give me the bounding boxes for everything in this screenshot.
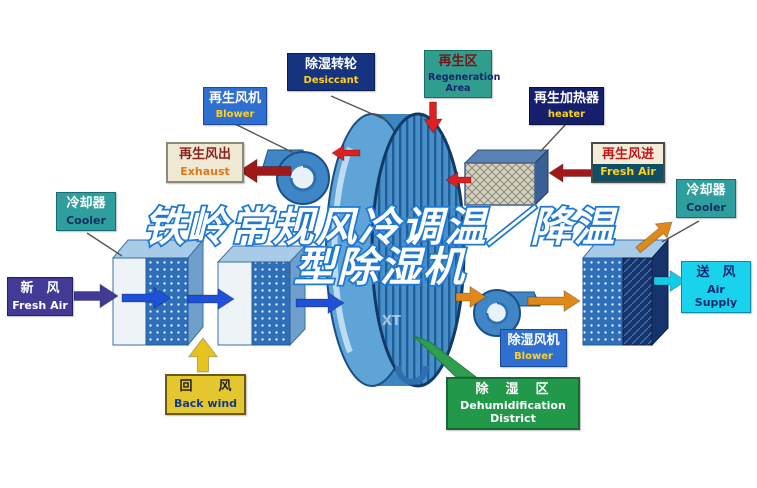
label-back-wind: 回 风 Back wind [165,374,246,415]
rotor-seal-icon [395,365,429,385]
label-regen-fan-en: Blower [215,108,255,120]
label-regeneration-area-en: Regeneration Area [428,71,501,94]
label-regen-fan: 再生风机 Blower [203,87,267,125]
regen-area-arrow [422,101,444,134]
exhaust-arrow [238,158,292,184]
to-cooler-arrow [635,221,673,254]
label-exhaust-zh: 再生风出 [178,147,231,162]
label-dehumid-district-en2: District [490,411,536,425]
label-regen-fresh-air-en: Fresh Air [593,163,663,181]
label-regen-fresh-air: 再生风进 Fresh Air [591,142,665,183]
label-regen-fan-zh: 再生风机 [208,91,261,106]
label-regen-fresh-air-zh: 再生风进 [601,147,654,162]
process-arrow-1 [121,286,171,310]
label-cooler-right: 冷却器 Cooler [676,179,736,218]
label-dehumid-district-zh: 除 湿 区 [475,382,551,397]
label-dehumid-district: 除 湿 区 Dehumidification District [446,377,580,430]
label-fresh-air: 新 风 Fresh Air [7,277,73,316]
label-air-supply-en: Air Supply [694,282,738,309]
ahu-middle [216,244,307,347]
callout-line [330,95,387,121]
desiccant-rotor-graphic: XT [325,112,466,388]
regen-fan-icon [261,149,330,205]
label-regeneration-area: 再生区 Regeneration Area [424,50,501,99]
label-regen-heater-en: heater [547,108,586,120]
label-desiccant: 除湿转轮 Desiccant [287,53,375,91]
label-regen-heater: 再生加热器 heater [529,87,604,125]
label-cooler-right-en: Cooler [686,200,726,214]
label-back-wind-zh: 回 风 [179,379,232,394]
label-exhaust-en: Exhaust [180,164,230,178]
label-dehumid-fan-en: Blower [514,350,553,362]
label-dehumid-fan-zh: 除湿风机 [507,333,560,348]
label-fresh-air-zh: 新 风 [20,281,60,296]
callout-line [86,232,123,257]
callout-line [234,123,297,155]
process-arrow-5 [527,289,581,313]
process-arrow-2 [187,287,235,311]
label-cooler-left: 冷却器 Cooler [56,192,116,231]
process-arrow-3 [295,291,345,315]
label-desiccant-zh: 除湿转轮 [304,57,357,72]
label-cooler-left-zh: 冷却器 [66,196,106,211]
process-arrow-4 [455,285,487,309]
label-cooler-right-zh: 冷却器 [686,183,726,198]
label-regeneration-area-zh: 再生区 [438,54,478,69]
fresh-air-arrow [73,283,119,309]
regen-arrow-1 [331,144,361,162]
supply-air-arrow [653,269,687,293]
label-dehumid-district-en1: Dehumidification [460,398,566,412]
regen-fresh-arrow [548,162,594,184]
return-air-arrow [187,337,219,373]
callout-line [661,220,700,243]
label-dehumid-fan: 除湿风机 Blower [500,329,567,367]
label-air-supply: 送 风 Air Supply [681,261,751,313]
label-cooler-left-en: Cooler [66,213,106,227]
label-desiccant-en: Desiccant [303,74,359,86]
label-regen-heater-zh: 再生加热器 [533,91,599,106]
regen-heater-unit [463,148,550,207]
label-exhaust: 再生风出 Exhaust [166,142,244,183]
label-back-wind-en: Back wind [173,396,238,410]
label-air-supply-zh: 送 风 [696,265,736,280]
label-fresh-air-en: Fresh Air [12,298,68,312]
callout-line [539,123,567,153]
regen-arrow-2 [445,171,472,189]
ahu-right [581,238,670,347]
rotor-watermark: XT [382,314,401,329]
